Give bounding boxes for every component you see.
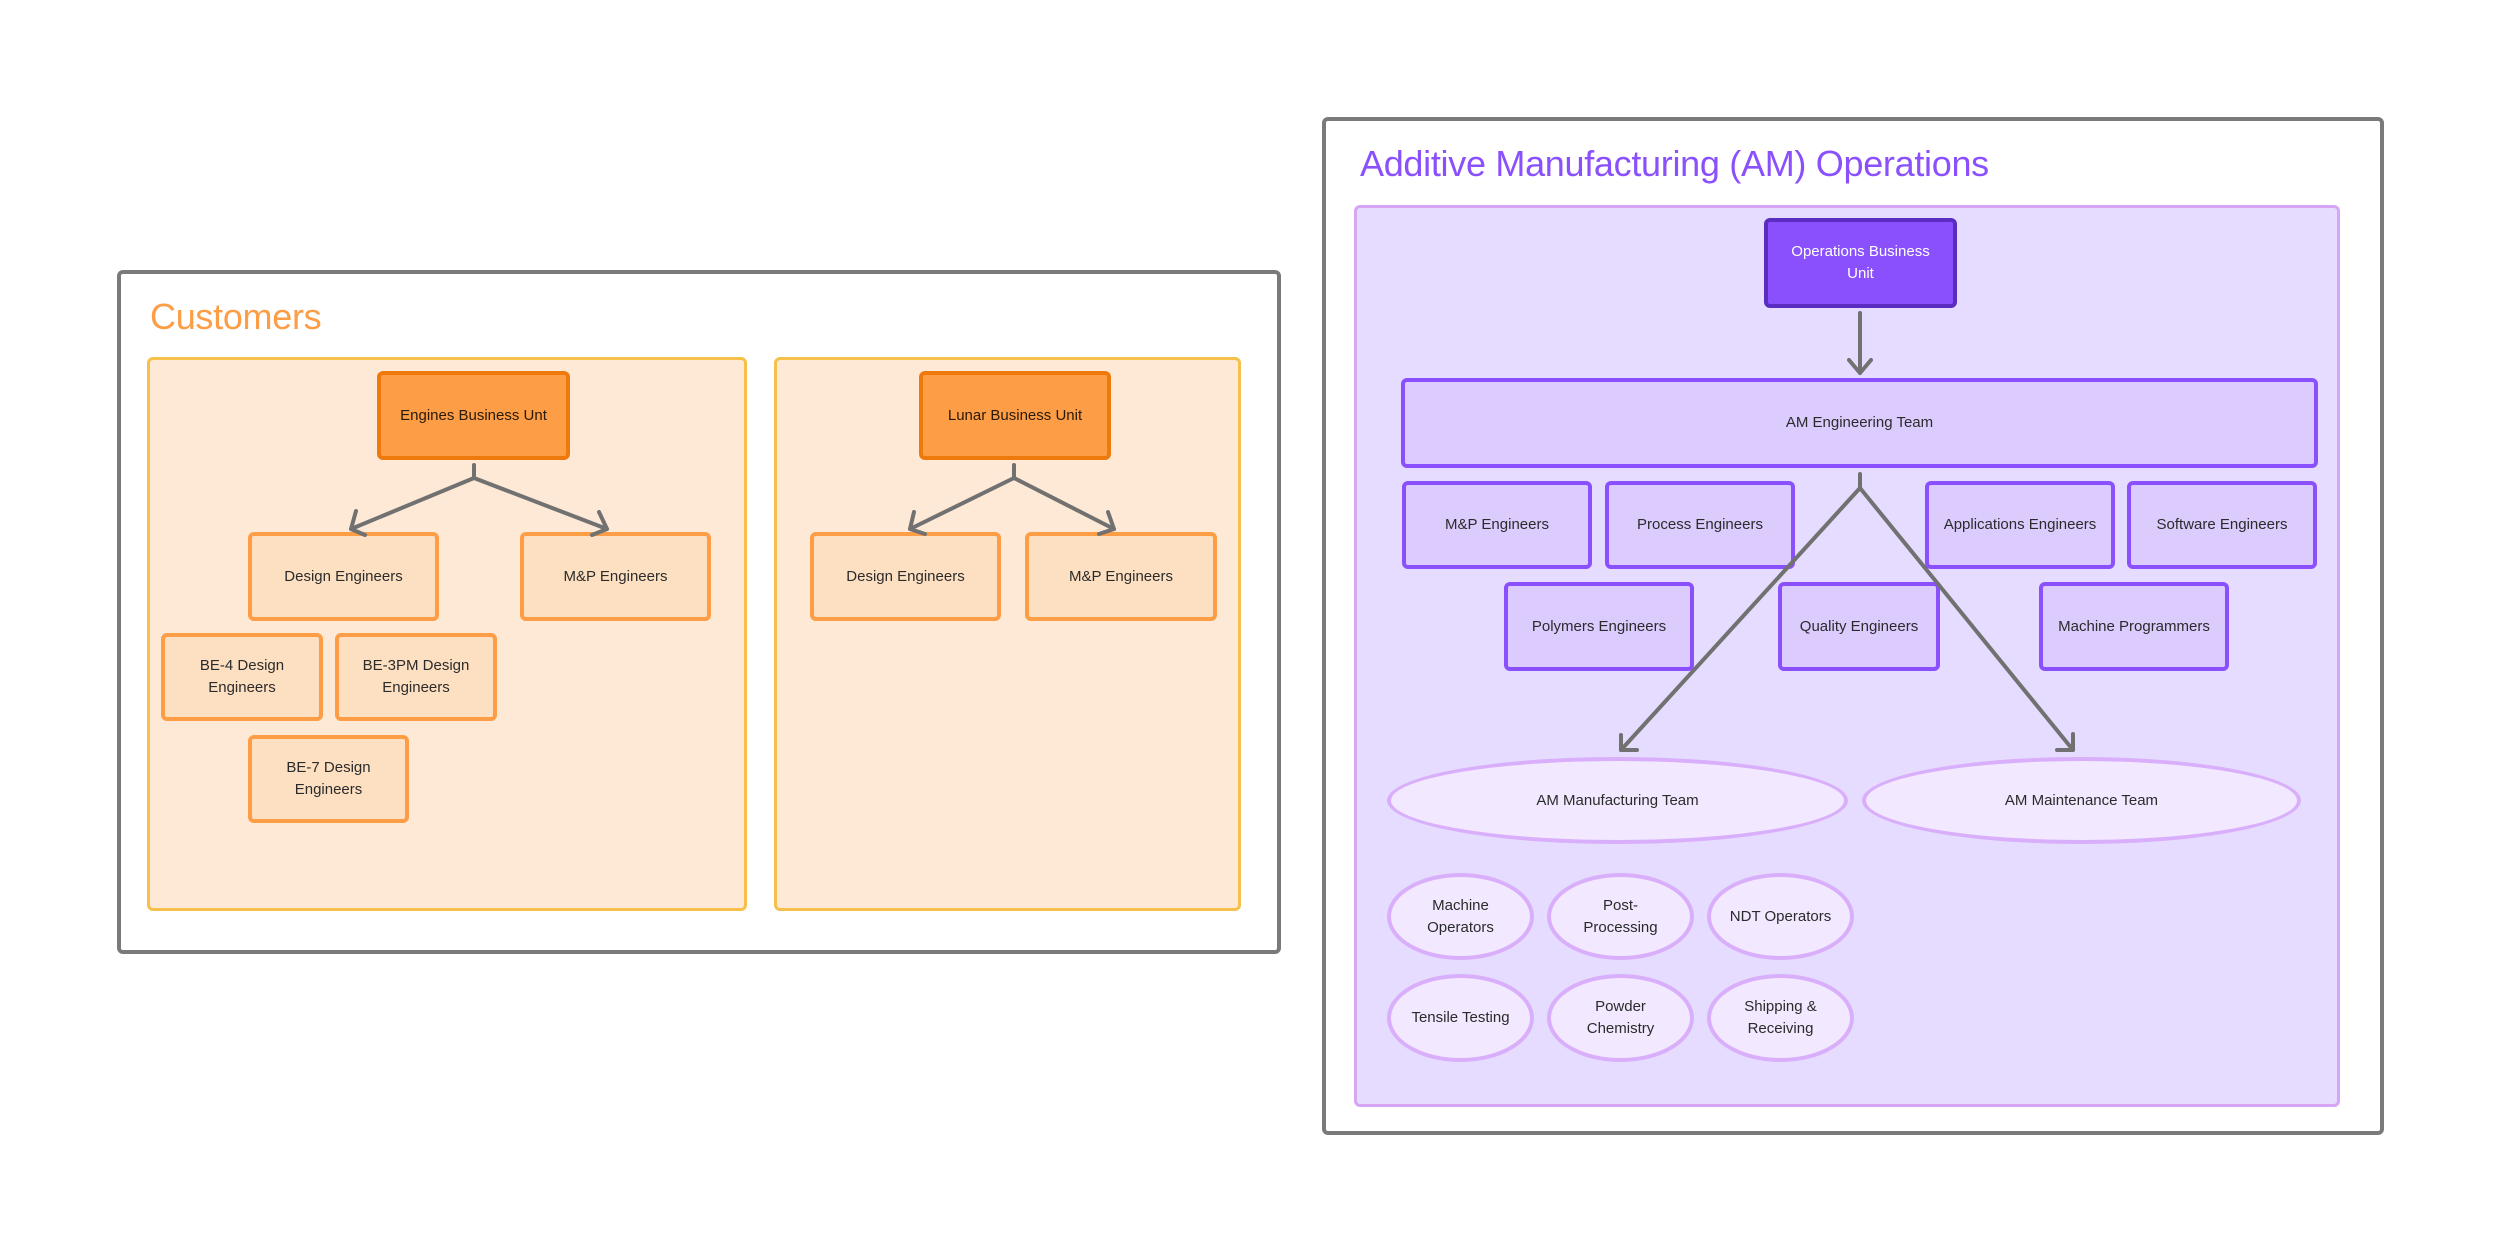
- engines-design-engineers-node[interactable]: Design Engineers: [248, 532, 439, 621]
- machine-operators-node[interactable]: Machine Operators: [1387, 873, 1534, 960]
- process-engineers-node[interactable]: Process Engineers: [1605, 481, 1795, 569]
- quality-engineers-node[interactable]: Quality Engineers: [1778, 582, 1940, 671]
- be7-design-engineers-node[interactable]: BE-7 Design Engineers: [248, 735, 409, 823]
- lunar-business-unit-node[interactable]: Lunar Business Unit: [919, 371, 1111, 460]
- engines-business-unit-node[interactable]: Engines Business Unt: [377, 371, 570, 460]
- ndt-operators-node[interactable]: NDT Operators: [1707, 873, 1854, 960]
- customers-title: Customers: [150, 296, 322, 337]
- post-processing-node[interactable]: Post-Processing: [1547, 873, 1694, 960]
- machine-programmers-node[interactable]: Machine Programmers: [2039, 582, 2229, 671]
- software-engineers-node[interactable]: Software Engineers: [2127, 481, 2317, 569]
- be3pm-design-engineers-node[interactable]: BE-3PM Design Engineers: [335, 633, 497, 721]
- shipping-receiving-node[interactable]: Shipping & Receiving: [1707, 974, 1854, 1062]
- am-manufacturing-team-node[interactable]: AM Manufacturing Team: [1387, 757, 1848, 844]
- applications-engineers-node[interactable]: Applications Engineers: [1925, 481, 2115, 569]
- tensile-testing-node[interactable]: Tensile Testing: [1387, 974, 1534, 1062]
- am-maintenance-team-node[interactable]: AM Maintenance Team: [1862, 757, 2301, 844]
- lunar-design-engineers-node[interactable]: Design Engineers: [810, 532, 1001, 621]
- be4-design-engineers-node[interactable]: BE-4 Design Engineers: [161, 633, 323, 721]
- operations-business-unit-node[interactable]: Operations Business Unit: [1764, 218, 1957, 308]
- powder-chemistry-node[interactable]: Powder Chemistry: [1547, 974, 1694, 1062]
- polymers-engineers-node[interactable]: Polymers Engineers: [1504, 582, 1694, 671]
- am-mp-engineers-node[interactable]: M&P Engineers: [1402, 481, 1592, 569]
- am-operations-title: Additive Manufacturing (AM) Operations: [1360, 143, 1989, 184]
- am-engineering-team-node[interactable]: AM Engineering Team: [1401, 378, 2318, 468]
- engines-mp-engineers-node[interactable]: M&P Engineers: [520, 532, 711, 621]
- lunar-mp-engineers-node[interactable]: M&P Engineers: [1025, 532, 1217, 621]
